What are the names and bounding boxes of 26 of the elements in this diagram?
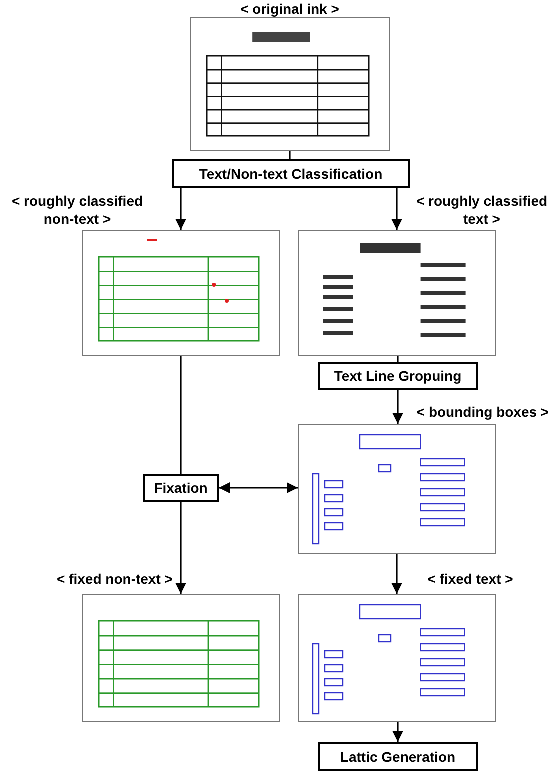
arrow [392,722,404,742]
arrow [175,188,187,230]
arrow [219,482,298,494]
arrow [391,554,403,594]
connector-line [397,356,399,362]
image-panel [298,424,496,554]
image-panel [82,594,280,722]
process-box: Lattic Generation [318,742,478,771]
image-panel [298,594,496,722]
arrow [392,390,404,424]
caption-label: < original ink > [240,0,340,18]
caption-label: < roughly classified non-text > [10,192,144,228]
arrow [175,502,187,594]
image-panel [82,230,280,356]
caption-label: < fixed text > [426,570,514,588]
image-panel [298,230,496,356]
arrow [391,188,403,230]
caption-label: < fixed non-text > [56,570,174,588]
connector-line [289,151,291,159]
process-box: Fixation [143,474,219,502]
connector-line [180,356,182,474]
image-panel [190,17,390,151]
caption-label: < roughly classified text > [415,192,549,228]
process-box: Text/Non-text Classification [172,159,410,188]
caption-label: < bounding boxes > [416,403,550,422]
process-box: Text Line Gropuing [318,362,478,390]
